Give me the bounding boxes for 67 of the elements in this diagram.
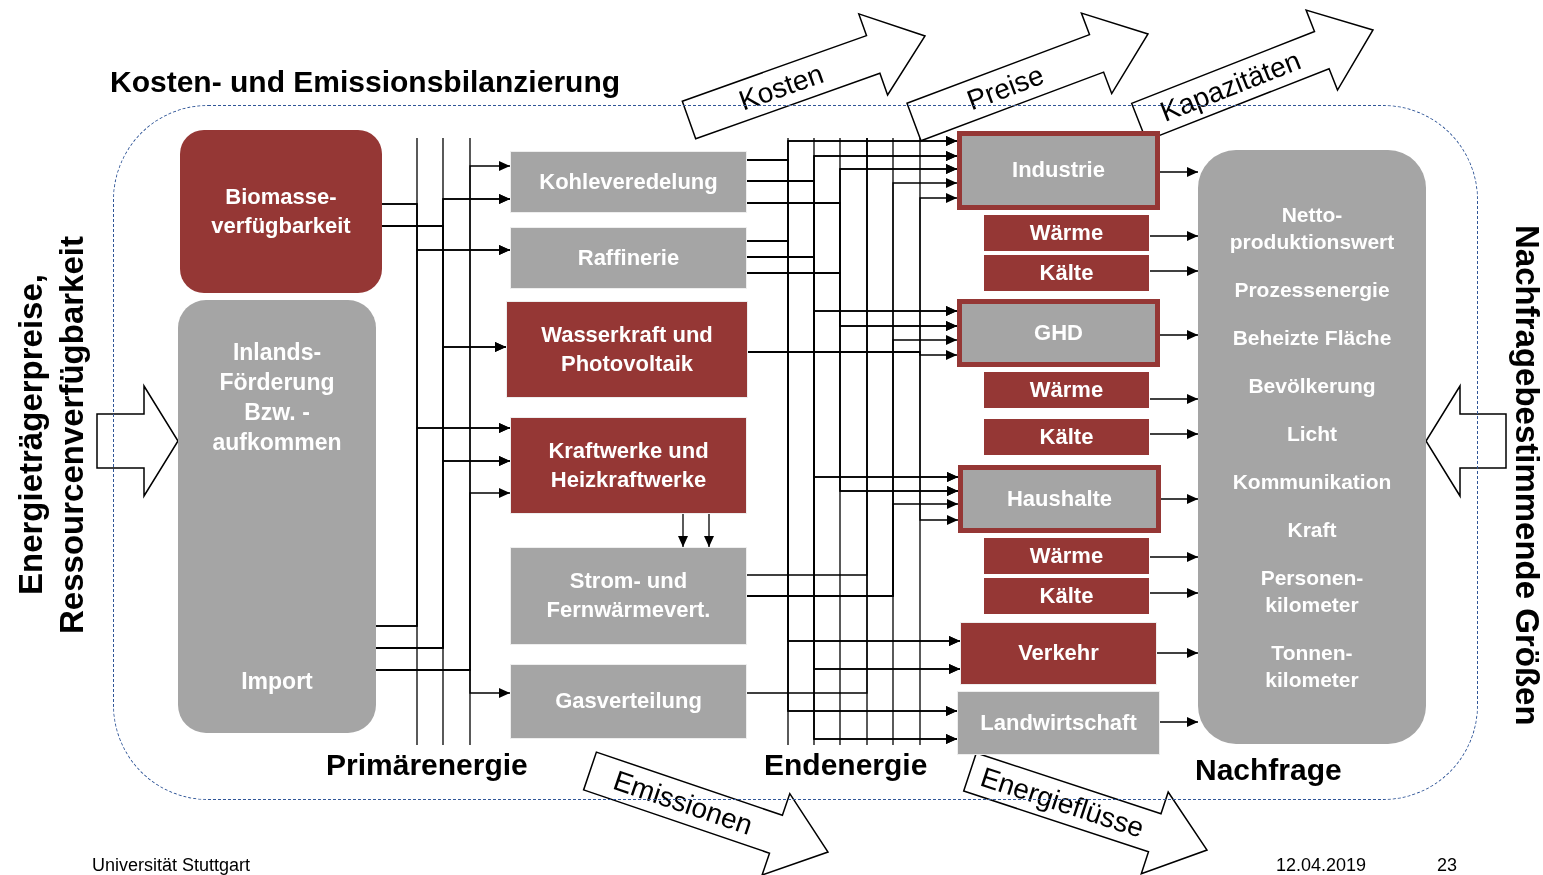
arrow: [747, 351, 959, 525]
arrow: [1149, 266, 1199, 276]
panel-text: Inlands- Förderung Bzw. -aufkommen: [211, 338, 343, 457]
footer-text: Universität Stuttgart: [92, 855, 251, 875]
panel-text: Beheizte Fläche: [1232, 324, 1392, 351]
footer-text: 23: [1437, 855, 1458, 875]
arrow: [1149, 231, 1199, 241]
panel-text: Licht: [1286, 420, 1338, 447]
group-title: Kosten- und Emissionsbilanzierung: [110, 65, 621, 99]
sector-box: GHD: [957, 299, 1160, 367]
arrow: [375, 456, 511, 649]
block-arrow: [1425, 383, 1507, 499]
sector-box: Industrie: [957, 131, 1160, 210]
panel-text: Netto- produktionswert: [1229, 201, 1395, 255]
process-box: Kohleveredelung: [510, 151, 747, 213]
panel-text: Kraft: [1287, 516, 1337, 543]
rounded-panel: [178, 300, 376, 733]
process-box: Raffinerie: [510, 227, 747, 289]
arrow: [1159, 330, 1199, 340]
arrow: [375, 669, 511, 698]
subsector-box: Kälte: [983, 418, 1150, 456]
edge-label: Kosten: [734, 58, 828, 117]
panel-text: Kommunikation: [1232, 468, 1392, 495]
arrow: [746, 499, 959, 597]
subsector-box: Kälte: [983, 254, 1150, 292]
block-arrow: [906, 11, 1150, 142]
process-box: Strom- und Fernwärmevert.: [510, 547, 747, 645]
arrow: [704, 513, 714, 548]
process-box: Verkehr: [960, 622, 1157, 685]
side-caption: Energieträgerpreise, Ressourcenverfügbarkeit: [5, 205, 97, 665]
arrow: [1159, 717, 1199, 727]
subsector-box: Wärme: [983, 214, 1150, 252]
edge-label: Preise: [962, 59, 1048, 117]
section-label: Primärenergie: [326, 748, 528, 782]
arrow: [678, 513, 688, 548]
section-label: Nachfrage: [1195, 753, 1342, 787]
block-arrow: [962, 752, 1209, 875]
arrow: [1149, 394, 1199, 404]
arrow: [1149, 588, 1199, 598]
subsector-box: Wärme: [983, 371, 1150, 409]
arrow: [1159, 167, 1199, 177]
block-arrow: [582, 751, 830, 875]
arrow: [1160, 494, 1199, 504]
arrow: [1156, 648, 1199, 658]
subsector-box: Kälte: [983, 577, 1150, 615]
footer-text: 12.04.2019: [1276, 855, 1367, 875]
block-arrow: [96, 383, 179, 499]
arrow: [375, 423, 511, 627]
rounded-box: Biomasse- verfügbarkeit: [180, 130, 382, 293]
section-label: Endenergie: [764, 748, 928, 782]
panel-text: Personen- kilometer: [1259, 564, 1365, 618]
process-box: Kraftwerke und Heizkraftwerke: [510, 417, 747, 514]
process-box: Gasverteilung: [510, 664, 747, 739]
panel-text: Prozessenergie: [1234, 276, 1390, 303]
subsector-box: Wärme: [983, 537, 1150, 575]
connector-line: [746, 137, 868, 694]
panel-text: Tonnen- kilometer: [1264, 639, 1360, 694]
arrow: [1149, 552, 1199, 562]
arrow: [1149, 429, 1199, 439]
side-caption: Nachfragebestimmende Größen: [1506, 185, 1543, 765]
process-box: Landwirtschaft: [957, 691, 1160, 755]
panel-text: Bevölkerung: [1248, 372, 1376, 399]
rounded-panel: [1198, 150, 1426, 744]
block-arrow: [681, 12, 927, 140]
sector-box: Haushalte: [958, 465, 1161, 533]
panel-text: Import: [241, 667, 313, 697]
process-box: Wasserkraft und Photovoltaik: [506, 301, 748, 398]
